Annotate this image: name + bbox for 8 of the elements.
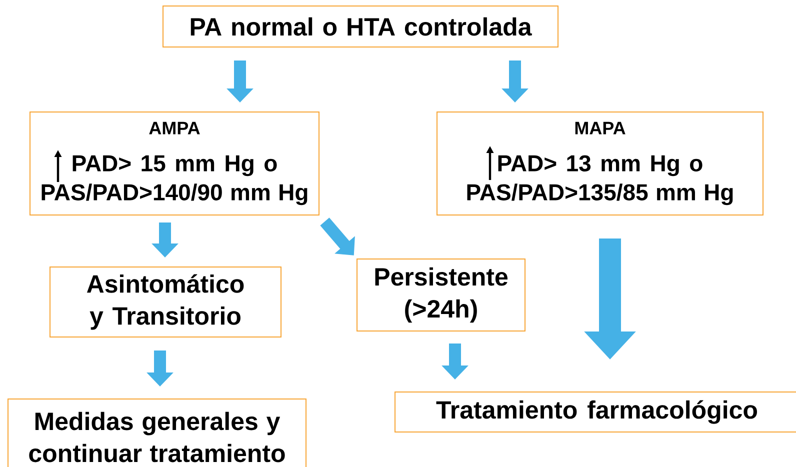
process-box: Tratamiento farmacológico <box>394 392 796 432</box>
process-box: PA normal o HTA controlada <box>162 6 558 48</box>
process-box: AMPA PAD> 15 mm Hg o PAS/PAD>140/90 mm Hg <box>30 112 320 216</box>
process-box: Asintomático y Transitorio <box>50 266 282 338</box>
process-box: Persistente (>24h) <box>356 258 526 332</box>
block-arrow <box>320 218 355 256</box>
process-box: Medidas generales y continuar tratamiento <box>8 398 306 467</box>
process-box: MAPA PAD> 13 mm Hg o PAS/PAD>135/85 mm Hg <box>436 112 764 216</box>
